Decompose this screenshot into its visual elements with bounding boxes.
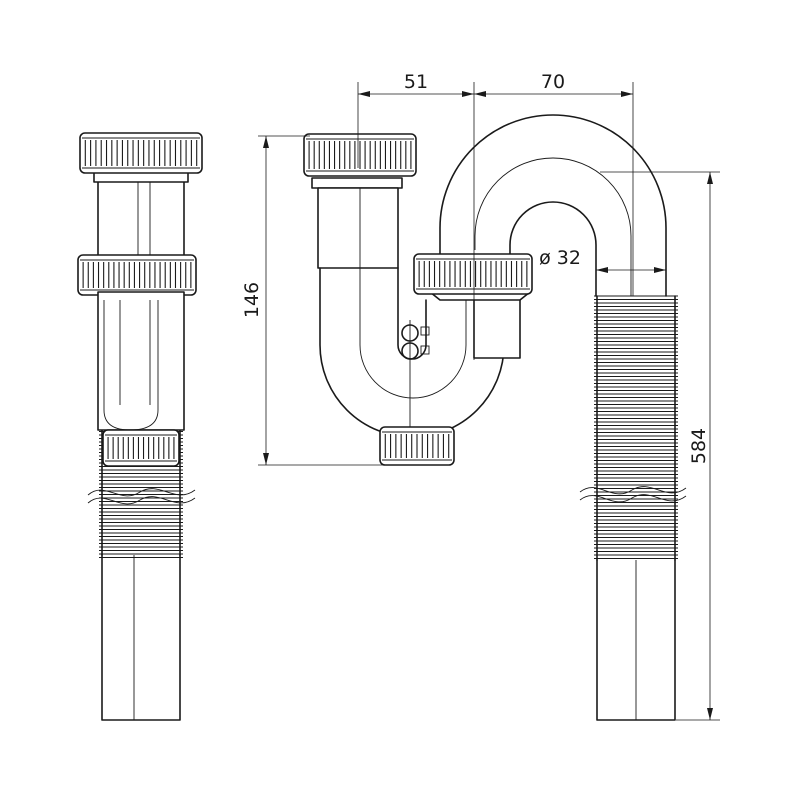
outlet-housing bbox=[473, 297, 521, 359]
s-bend-inner bbox=[509, 201, 597, 297]
side-view-top-nut bbox=[79, 132, 203, 174]
dimension-label-146: 146 bbox=[241, 282, 263, 318]
front-view-corrugated-hose bbox=[594, 295, 678, 561]
inlet-top-nut bbox=[303, 133, 417, 177]
side-view-break-line bbox=[87, 488, 196, 497]
side-view-trap-body bbox=[97, 291, 185, 431]
side-view-tail-pipe bbox=[101, 554, 181, 721]
drain-plug-nut bbox=[379, 426, 455, 466]
front-view bbox=[303, 114, 687, 721]
dimension-label-diameter: ø 32 bbox=[539, 247, 581, 269]
dimension-label-584: 584 bbox=[688, 428, 710, 464]
outlet-nut bbox=[413, 253, 533, 295]
dimension-lines bbox=[258, 82, 720, 721]
dimension-label-70: 70 bbox=[541, 71, 565, 93]
front-view-break-line bbox=[579, 486, 687, 495]
side-view bbox=[77, 132, 203, 721]
side-view-lower-nut bbox=[102, 429, 180, 467]
side-view-upper-pipe bbox=[97, 179, 185, 261]
s-bend-outer bbox=[439, 114, 667, 297]
inlet-collar bbox=[311, 177, 403, 189]
inlet-tube bbox=[317, 187, 399, 269]
dimension-label-51: 51 bbox=[404, 71, 428, 93]
side-view-middle-nut bbox=[77, 254, 197, 296]
